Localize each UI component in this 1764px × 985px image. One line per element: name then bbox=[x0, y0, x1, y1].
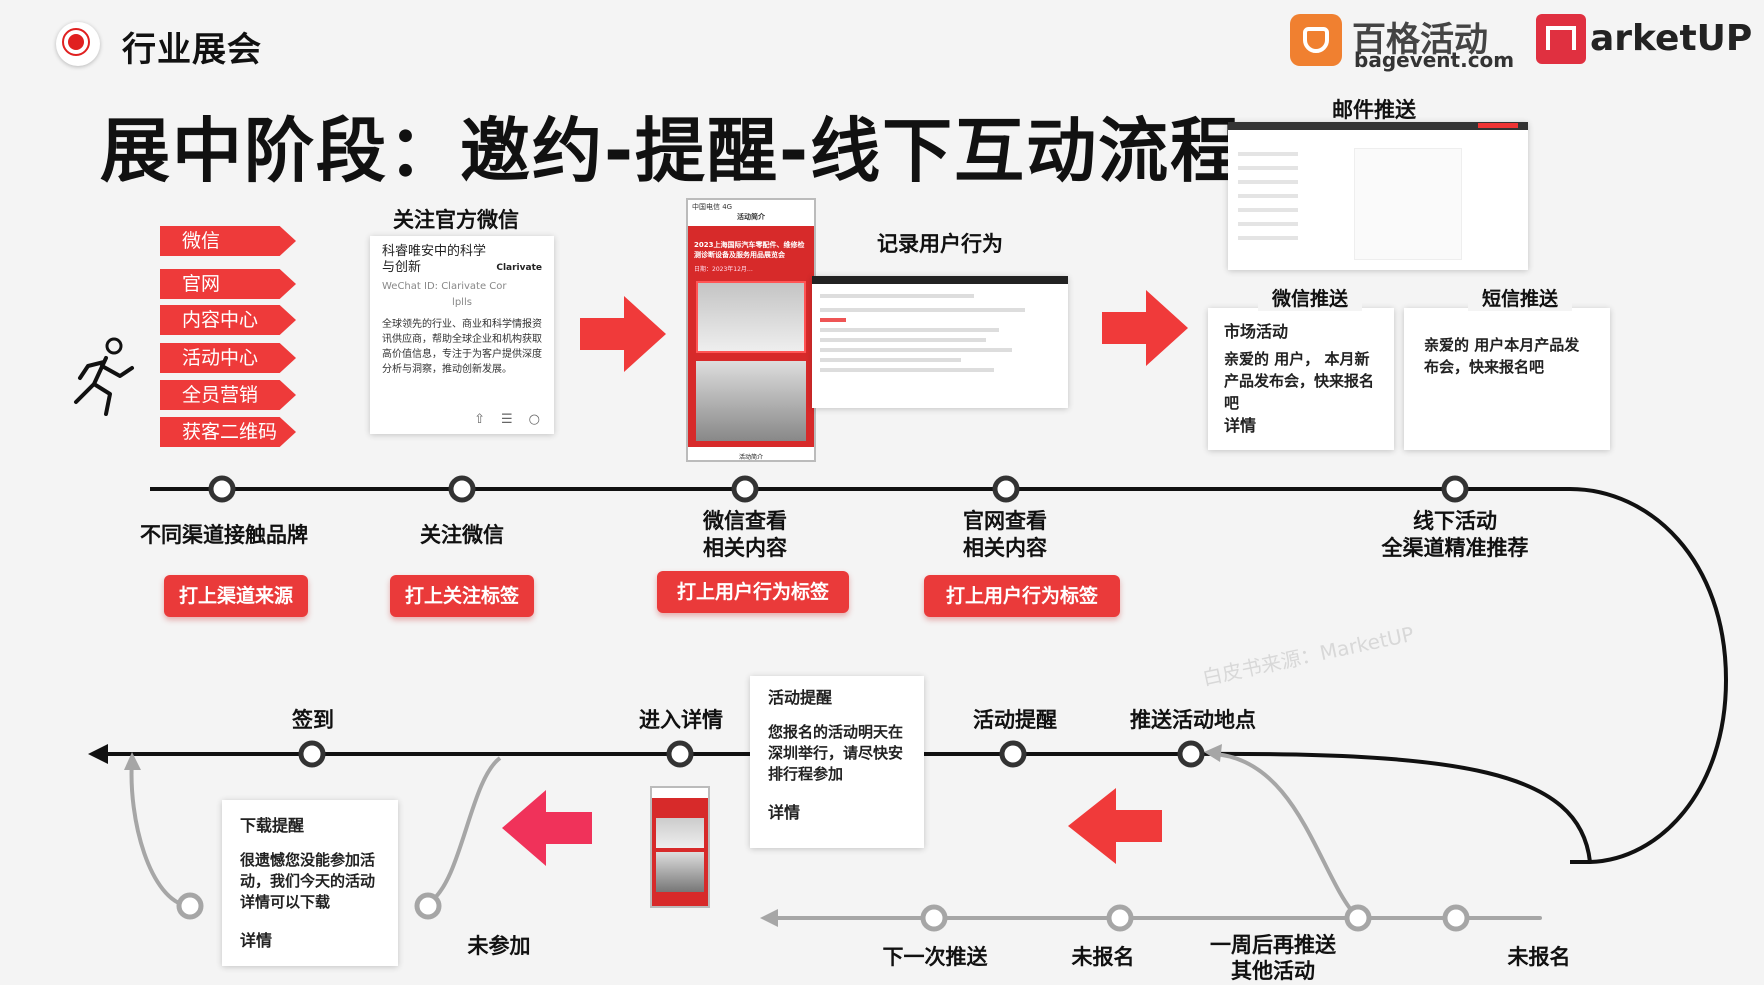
node-label-not-registered: 未报名 bbox=[1071, 945, 1135, 969]
section-record-behavior: 记录用户行为 bbox=[877, 232, 1003, 256]
bottom-flow-line bbox=[100, 751, 1592, 863]
node-label-next-push: 下一次推送 bbox=[882, 945, 988, 969]
marketup-name: arketUP bbox=[1590, 18, 1753, 59]
email-push-screenshot bbox=[1228, 122, 1528, 270]
wechat-card-body: 全球领先的行业、商业和科学情报资讯供应商，帮助全球企业和机构获取高价值信息，专注… bbox=[382, 319, 542, 375]
node-label-site-view-b: 相关内容 bbox=[963, 536, 1047, 560]
phone-nav: 活动简介 bbox=[737, 213, 765, 221]
phone-detail-thumbnail bbox=[650, 786, 710, 908]
section-follow-wechat: 关注官方微信 bbox=[393, 208, 519, 232]
bagevent-logo-icon bbox=[1290, 14, 1342, 66]
node-label-event-reminder: 活动提醒 bbox=[973, 708, 1057, 732]
channel-qr-code: 获客二维码 bbox=[160, 417, 296, 447]
arrow-left-icon bbox=[1068, 788, 1162, 864]
wechat-push-body: 亲爱的 用户， 本月新产品发布会，快来报名吧 bbox=[1224, 350, 1375, 412]
share-icon: ⇧ bbox=[474, 412, 485, 427]
visitor-image bbox=[696, 361, 806, 441]
booth-image bbox=[696, 281, 806, 353]
tag-behavior-button[interactable]: 打上用户行为标签 bbox=[657, 571, 849, 613]
wechat-card-id2: lplls bbox=[452, 297, 472, 308]
chat-icon: ○ bbox=[528, 412, 540, 427]
node-label-offline-b: 全渠道精准推荐 bbox=[1381, 536, 1529, 560]
channel-website: 官网 bbox=[160, 269, 296, 299]
download-card-title: 下载提醒 bbox=[240, 816, 305, 835]
node-label-offline-a: 线下活动 bbox=[1413, 509, 1497, 533]
node-label-enter-detail: 进入详情 bbox=[639, 708, 723, 732]
gray-arrow-head-icon bbox=[760, 909, 778, 927]
sms-push-card: 亲爱的 用户本月产品发布会，快来报名吧 bbox=[1404, 308, 1610, 450]
channel-wechat: 微信 bbox=[160, 226, 296, 256]
node-label-follow: 关注微信 bbox=[420, 523, 504, 547]
sms-push-body: 亲爱的 用户本月产品发布会，快来报名吧 bbox=[1424, 336, 1580, 376]
arrow-left-icon bbox=[502, 790, 592, 866]
wechat-push-detail: 详情 bbox=[1224, 416, 1257, 435]
node-label-week-push-b: 其他活动 bbox=[1231, 959, 1315, 983]
bagevent-name: 百格活动 bbox=[1352, 20, 1488, 60]
event-reminder-card: 活动提醒 您报名的活动明天在深圳举行，请尽快安排行程参加 详情 bbox=[750, 676, 924, 848]
category-label: 行业展会 bbox=[122, 30, 262, 70]
reminder-card-detail: 详情 bbox=[768, 803, 801, 822]
node-label-week-push-a: 一周后再推送 bbox=[1210, 933, 1336, 957]
phone-status: 中国电信 4G bbox=[692, 203, 733, 211]
section-wechat-push: 微信推送 bbox=[1258, 284, 1363, 311]
tag-follow-button[interactable]: 打上关注标签 bbox=[390, 575, 534, 617]
bagevent-domain: bagevent.com bbox=[1354, 48, 1515, 72]
node-label-wechat-view-b: 相关内容 bbox=[703, 536, 787, 560]
reminder-card-body: 您报名的活动明天在深圳举行，请尽快安排行程参加 bbox=[768, 723, 904, 783]
node-label-signin: 签到 bbox=[292, 708, 334, 732]
channel-event-center: 活动中心 bbox=[160, 343, 296, 373]
phone-event-screenshot: 中国电信 4G 活动简介 2023上海国际汽车零配件、维修检测诊断设备及服务用品… bbox=[686, 198, 816, 462]
download-reminder-card: 下载提醒 很遗憾您没能参加活动，我们今天的活动详情可以下载 详情 bbox=[222, 800, 398, 966]
arrow-head-icon bbox=[88, 744, 108, 764]
page-title: 展中阶段：邀约-提醒-线下互动流程 bbox=[100, 110, 1243, 192]
wechat-account-card: 科睿唯安中的科学 与创新 Clarivate WeChat ID: Clariv… bbox=[370, 236, 554, 434]
section-email-push: 邮件推送 bbox=[1332, 98, 1416, 122]
wechat-push-card: 市场活动 亲爱的 用户， 本月新产品发布会，快来报名吧 详情 bbox=[1208, 308, 1394, 450]
tag-channel-source-button[interactable]: 打上渠道来源 bbox=[164, 575, 308, 617]
record-icon bbox=[56, 22, 100, 66]
marketup-logo-icon bbox=[1536, 14, 1586, 64]
channel-content-center: 内容中心 bbox=[160, 305, 296, 335]
menu-icon: ☰ bbox=[501, 412, 513, 427]
reminder-card-title: 活动提醒 bbox=[768, 688, 833, 707]
tag-behavior-site-button[interactable]: 打上用户行为标签 bbox=[924, 575, 1120, 617]
arrow-right-icon bbox=[580, 296, 666, 372]
phone-headline: 2023上海国际汽车零配件、维修检测诊断设备及服务用品展览会 bbox=[694, 241, 805, 259]
wechat-card-brand: Clarivate bbox=[496, 263, 542, 273]
channel-all-staff-marketing: 全员营销 bbox=[160, 380, 296, 410]
phone-sub: 日期：2023年12月… bbox=[694, 266, 753, 273]
runner-icon bbox=[74, 337, 134, 416]
phone-foot: 活动简介 bbox=[688, 447, 814, 460]
download-card-detail: 详情 bbox=[240, 931, 273, 950]
wechat-push-title: 市场活动 bbox=[1224, 322, 1289, 341]
arrow-right-icon bbox=[1102, 290, 1188, 366]
node-label-not-attend: 未参加 bbox=[467, 934, 531, 958]
node-label-site-view-a: 官网查看 bbox=[963, 509, 1047, 533]
node-label-channels: 不同渠道接触品牌 bbox=[140, 523, 308, 547]
behavior-record-screenshot bbox=[812, 276, 1068, 408]
node-label-push-location: 推送活动地点 bbox=[1130, 708, 1256, 732]
wechat-card-line1: 科睿唯安中的科学 bbox=[382, 244, 487, 259]
node-label-wechat-view-a: 微信查看 bbox=[703, 509, 787, 533]
section-sms-push: 短信推送 bbox=[1468, 284, 1573, 311]
download-card-body: 很遗憾您没能参加活动，我们今天的活动详情可以下载 bbox=[240, 851, 376, 911]
wechat-card-line2: 与创新 bbox=[382, 260, 422, 275]
wechat-card-id: WeChat ID: Clarivate Cor bbox=[382, 281, 507, 292]
node-label-not-registered-2: 未报名 bbox=[1507, 945, 1571, 969]
